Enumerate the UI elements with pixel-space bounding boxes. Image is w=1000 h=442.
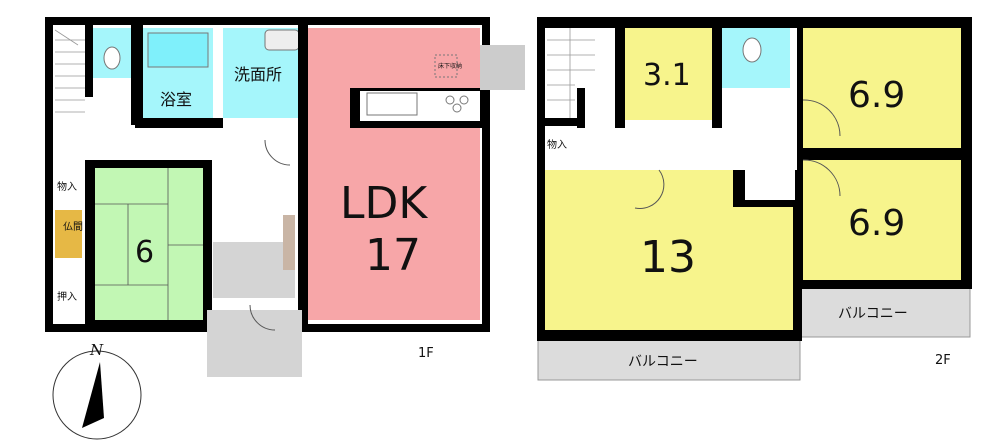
shoe-cabinet xyxy=(283,215,295,270)
room-13-size: 13 xyxy=(640,232,696,283)
compass-label: N xyxy=(89,341,104,359)
wall xyxy=(131,25,143,125)
stair-wall xyxy=(85,25,93,97)
oshiire xyxy=(55,270,85,320)
room-6-9-south-size: 6.9 xyxy=(848,203,905,244)
ldk-size: 17 xyxy=(365,230,421,281)
room-13 xyxy=(545,170,793,330)
butsuma xyxy=(55,210,82,258)
entrance-door[interactable] xyxy=(249,304,276,331)
washroom-label: 洗面所 xyxy=(234,65,282,84)
room-13-door[interactable] xyxy=(634,169,665,209)
storage-2f xyxy=(545,128,575,158)
underfloor-storage xyxy=(434,54,458,78)
wall xyxy=(545,118,585,126)
kitchen-sink-icon xyxy=(366,92,418,116)
stair-1f xyxy=(54,29,85,113)
japanese-room xyxy=(95,168,203,320)
porch xyxy=(207,310,302,377)
floor-1-label: 1F xyxy=(418,346,434,361)
ldk-label: LDK xyxy=(340,178,428,229)
compass: N xyxy=(52,341,142,440)
bedroom-north-door[interactable] xyxy=(802,99,841,137)
underfloor-storage-label: 床下収納 xyxy=(438,62,462,70)
bathtub-icon xyxy=(147,32,209,68)
stove-icon xyxy=(445,95,455,105)
stair-2f xyxy=(547,28,595,118)
wall xyxy=(298,25,308,332)
butsuma-label: 仏間 xyxy=(63,221,83,233)
hall-2f xyxy=(745,170,795,200)
floor-2-label: 2F xyxy=(935,353,951,368)
wall xyxy=(135,118,223,128)
wall xyxy=(577,88,585,128)
room-3-1 xyxy=(625,28,713,120)
storage-label-2f: 物入 xyxy=(547,138,567,151)
balcony-south-label: バルコニー xyxy=(628,354,698,370)
wall xyxy=(615,25,625,128)
storage-label-1f: 物入 xyxy=(57,180,77,193)
japanese-room-size: 6 xyxy=(135,235,154,270)
sink-icon xyxy=(264,29,300,51)
room-6-9-south xyxy=(803,160,961,280)
north-arrow-icon xyxy=(82,362,104,428)
bathroom-label: 浴室 xyxy=(160,90,192,109)
entrance-tile xyxy=(213,242,295,298)
room-6-9-north-size: 6.9 xyxy=(848,75,905,116)
exterior-step xyxy=(480,45,525,90)
bedroom-south-door[interactable] xyxy=(802,159,841,197)
storage-1f xyxy=(55,172,83,200)
room-6-9-north xyxy=(803,28,961,148)
ldk-door[interactable] xyxy=(264,139,291,166)
room-3-1-size: 3.1 xyxy=(643,58,691,93)
oshiire-label: 押入 xyxy=(57,290,77,303)
floor-1: 浴室 洗面所 床下収納 LDK 17 6 物入 仏間 押入 xyxy=(45,17,525,377)
balcony-east-label: バルコニー xyxy=(838,306,908,322)
floor-2: バルコニー バルコニー 3.1 6.9 6.9 13 物入 2F xyxy=(537,17,972,381)
toilet-icon xyxy=(103,46,121,70)
wall xyxy=(712,25,722,128)
toilet-icon xyxy=(742,37,762,63)
